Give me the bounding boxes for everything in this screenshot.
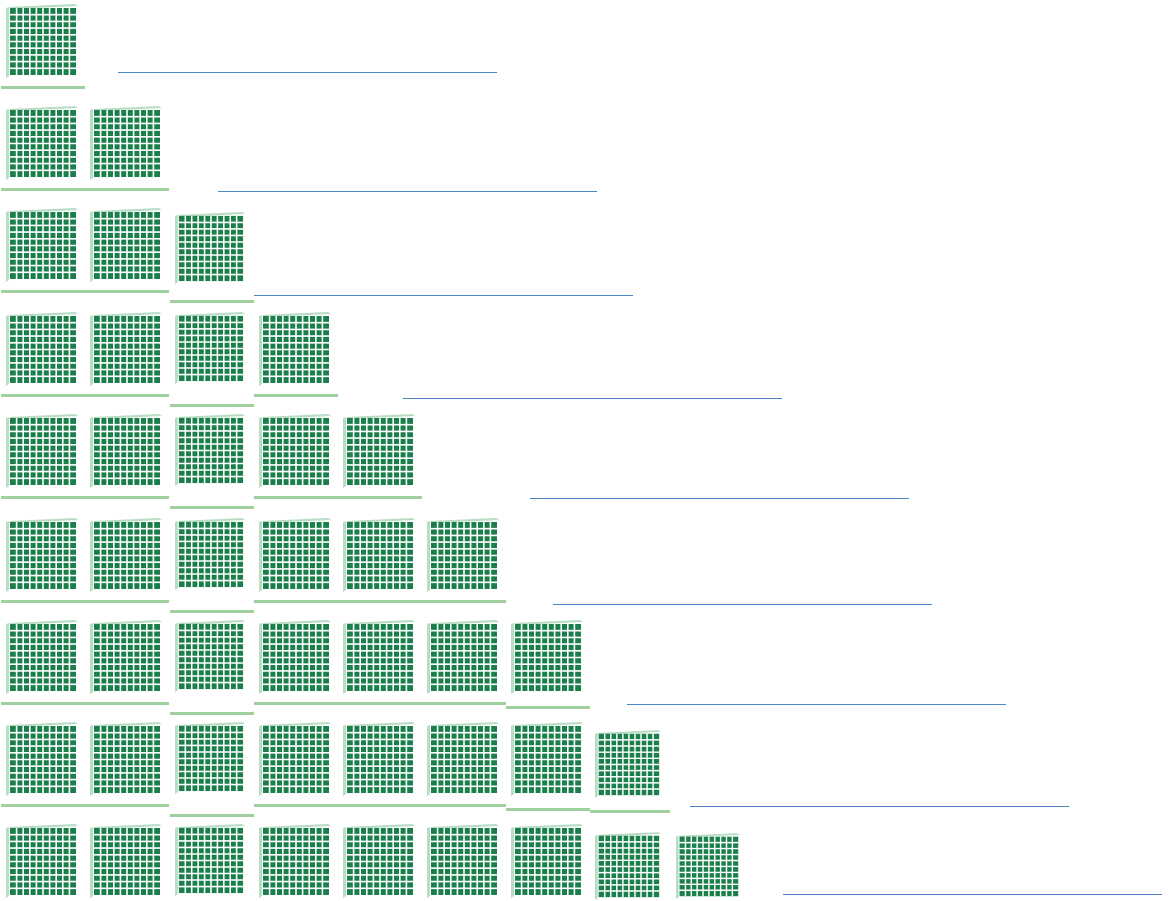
answer-line[interactable] bbox=[783, 894, 1162, 895]
hundred-block-icon bbox=[90, 722, 162, 796]
hundred-block-icon bbox=[175, 620, 245, 692]
block-shelf bbox=[506, 706, 590, 709]
block-shelf bbox=[170, 506, 254, 509]
answer-line[interactable] bbox=[118, 72, 497, 73]
block-shelf bbox=[422, 702, 506, 705]
block-shelf bbox=[1, 394, 85, 397]
hundred-block-icon bbox=[90, 106, 162, 180]
answer-line[interactable] bbox=[627, 704, 1006, 705]
block-shelf bbox=[1, 804, 85, 807]
hundred-block-icon bbox=[511, 824, 583, 898]
hundred-block-icon bbox=[676, 833, 740, 899]
hundred-block-icon bbox=[90, 620, 162, 694]
block-shelf bbox=[1, 86, 85, 89]
block-shelf bbox=[85, 804, 169, 807]
hundred-block-icon bbox=[6, 106, 78, 180]
block-shelf bbox=[422, 804, 506, 807]
hundred-block-icon bbox=[175, 414, 245, 486]
answer-line[interactable] bbox=[690, 806, 1069, 807]
hundred-block-icon bbox=[175, 518, 245, 590]
block-shelf bbox=[1, 290, 85, 293]
hundred-block-icon bbox=[90, 208, 162, 282]
hundred-block-icon bbox=[6, 620, 78, 694]
hundred-block-icon bbox=[259, 312, 331, 386]
hundred-block-icon bbox=[175, 722, 245, 794]
block-shelf bbox=[85, 188, 169, 191]
hundred-block-icon bbox=[343, 414, 415, 488]
block-shelf bbox=[1, 600, 85, 603]
block-shelf bbox=[254, 394, 338, 397]
hundred-block-icon bbox=[6, 824, 78, 898]
hundred-block-icon bbox=[6, 722, 78, 796]
block-shelf bbox=[254, 496, 338, 499]
answer-line[interactable] bbox=[254, 295, 633, 296]
hundred-block-icon bbox=[175, 312, 245, 384]
block-shelf bbox=[85, 600, 169, 603]
block-shelf bbox=[338, 496, 422, 499]
answer-line[interactable] bbox=[218, 191, 597, 192]
block-shelf bbox=[170, 712, 254, 715]
answer-line[interactable] bbox=[553, 604, 932, 605]
hundred-block-icon bbox=[6, 4, 78, 78]
block-shelf bbox=[85, 394, 169, 397]
block-shelf bbox=[85, 702, 169, 705]
block-shelf bbox=[1, 496, 85, 499]
hundred-block-icon bbox=[343, 824, 415, 898]
block-shelf bbox=[1, 188, 85, 191]
block-shelf bbox=[85, 496, 169, 499]
hundred-block-icon bbox=[595, 832, 661, 900]
hundred-block-icon bbox=[259, 620, 331, 694]
block-shelf bbox=[422, 600, 506, 603]
hundred-block-icon bbox=[259, 824, 331, 898]
hundred-block-icon bbox=[511, 620, 583, 694]
hundred-block-icon bbox=[6, 312, 78, 386]
block-shelf bbox=[170, 404, 254, 407]
hundred-block-icon bbox=[259, 722, 331, 796]
hundred-block-icon bbox=[6, 518, 78, 592]
block-shelf bbox=[254, 804, 338, 807]
hundred-block-icon bbox=[175, 824, 245, 896]
block-shelf bbox=[170, 610, 254, 613]
hundred-block-icon bbox=[90, 518, 162, 592]
hundred-block-icon bbox=[175, 212, 245, 284]
block-shelf bbox=[338, 600, 422, 603]
hundred-block-icon bbox=[427, 518, 499, 592]
hundred-block-icon bbox=[6, 414, 78, 488]
hundred-block-icon bbox=[427, 722, 499, 796]
hundred-block-icon bbox=[90, 824, 162, 898]
hundred-block-icon bbox=[595, 730, 661, 798]
block-shelf bbox=[254, 600, 338, 603]
hundred-block-icon bbox=[511, 722, 583, 796]
hundred-block-icon bbox=[90, 312, 162, 386]
block-shelf bbox=[1, 702, 85, 705]
hundred-block-icon bbox=[343, 518, 415, 592]
answer-line[interactable] bbox=[403, 398, 782, 399]
hundred-block-icon bbox=[343, 620, 415, 694]
hundred-block-icon bbox=[427, 620, 499, 694]
hundred-block-icon bbox=[90, 414, 162, 488]
block-shelf bbox=[85, 290, 169, 293]
block-shelf bbox=[170, 300, 254, 303]
block-shelf bbox=[170, 814, 254, 817]
hundred-block-icon bbox=[259, 414, 331, 488]
hundred-block-icon bbox=[427, 824, 499, 898]
block-shelf bbox=[254, 702, 338, 705]
hundred-block-icon bbox=[259, 518, 331, 592]
block-shelf bbox=[590, 810, 670, 813]
answer-line[interactable] bbox=[530, 498, 909, 499]
block-shelf bbox=[338, 804, 422, 807]
hundred-block-icon bbox=[6, 208, 78, 282]
block-shelf bbox=[506, 808, 590, 811]
hundred-block-icon bbox=[343, 722, 415, 796]
block-shelf bbox=[338, 702, 422, 705]
